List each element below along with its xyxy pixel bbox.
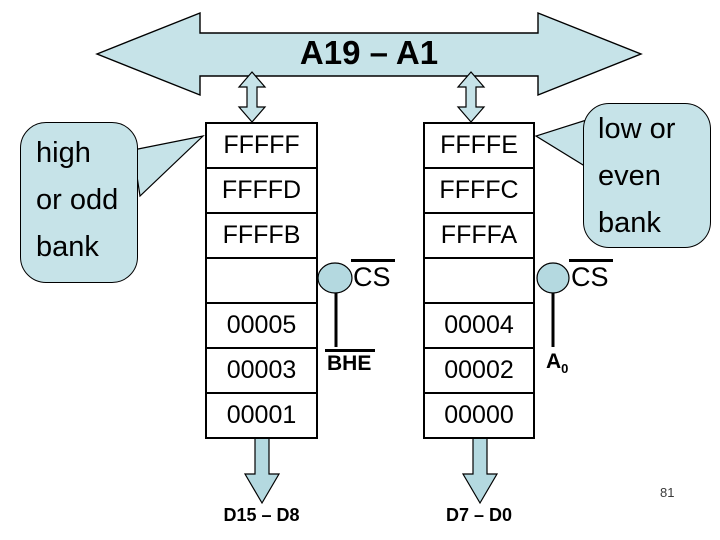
data-bus-arrow-left-icon bbox=[243, 436, 281, 505]
data-bus-label-high: D15 – D8 bbox=[223, 505, 300, 525]
cs-label-left: CS bbox=[351, 259, 395, 292]
table-row: FFFFF bbox=[207, 124, 316, 169]
data-bus-arrow-right-icon bbox=[461, 436, 499, 505]
table-row: 00005 bbox=[207, 304, 316, 349]
table-row: FFFFD bbox=[207, 169, 316, 214]
callout-line: even bbox=[598, 160, 661, 192]
page-number: 81 bbox=[660, 485, 675, 500]
table-row: FFFFC bbox=[425, 169, 533, 214]
callout-line: low or bbox=[598, 113, 676, 145]
callout-line: or odd bbox=[36, 184, 119, 216]
high-odd-bank-callout: high or odd bank bbox=[20, 122, 138, 283]
address-bus-double-arrow-icon bbox=[95, 11, 643, 97]
cs-overlined-text: CS bbox=[569, 259, 613, 292]
table-row: FFFFB bbox=[207, 214, 316, 259]
callout-line: bank bbox=[598, 207, 661, 239]
a0-subscript: 0 bbox=[561, 361, 569, 377]
table-row: 00000 bbox=[444, 401, 514, 429]
table-row bbox=[425, 259, 533, 304]
callout-line: high bbox=[36, 137, 91, 169]
bus-connector-arrow-right-icon bbox=[456, 71, 486, 123]
cs-label-right: CS bbox=[569, 259, 613, 292]
cs-circle-right-icon bbox=[536, 262, 570, 294]
table-row bbox=[207, 259, 316, 304]
a0-letter: A bbox=[546, 350, 562, 373]
cs-circle-left-icon bbox=[317, 262, 353, 294]
data-bus-label-low: D7 – D0 bbox=[445, 505, 513, 525]
cs-overlined-text: CS bbox=[351, 259, 395, 292]
table-row: FFFFE bbox=[425, 124, 533, 169]
table-row: 00002 bbox=[425, 349, 533, 394]
table-row: 00001 bbox=[226, 401, 297, 429]
high-odd-bank-table: FFFFF FFFFD FFFFB 00005 00003 00001 bbox=[205, 122, 318, 439]
table-row: FFFFA bbox=[425, 214, 533, 259]
a0-label: A0 bbox=[546, 350, 568, 376]
bus-connector-arrow-left-icon bbox=[237, 71, 267, 123]
callout-line: bank bbox=[36, 231, 99, 263]
address-bus-label: A19 – A1 bbox=[299, 34, 439, 71]
bhe-label: BHE bbox=[325, 349, 376, 376]
bhe-overlined-text: BHE bbox=[325, 349, 376, 376]
low-even-bank-callout: low or even bank bbox=[583, 103, 711, 248]
table-row: 00004 bbox=[425, 304, 533, 349]
left-bubble-tail-icon bbox=[132, 135, 205, 198]
low-even-bank-table: FFFFE FFFFC FFFFA 00004 00002 00000 bbox=[423, 122, 535, 439]
table-row: 00003 bbox=[207, 349, 316, 394]
